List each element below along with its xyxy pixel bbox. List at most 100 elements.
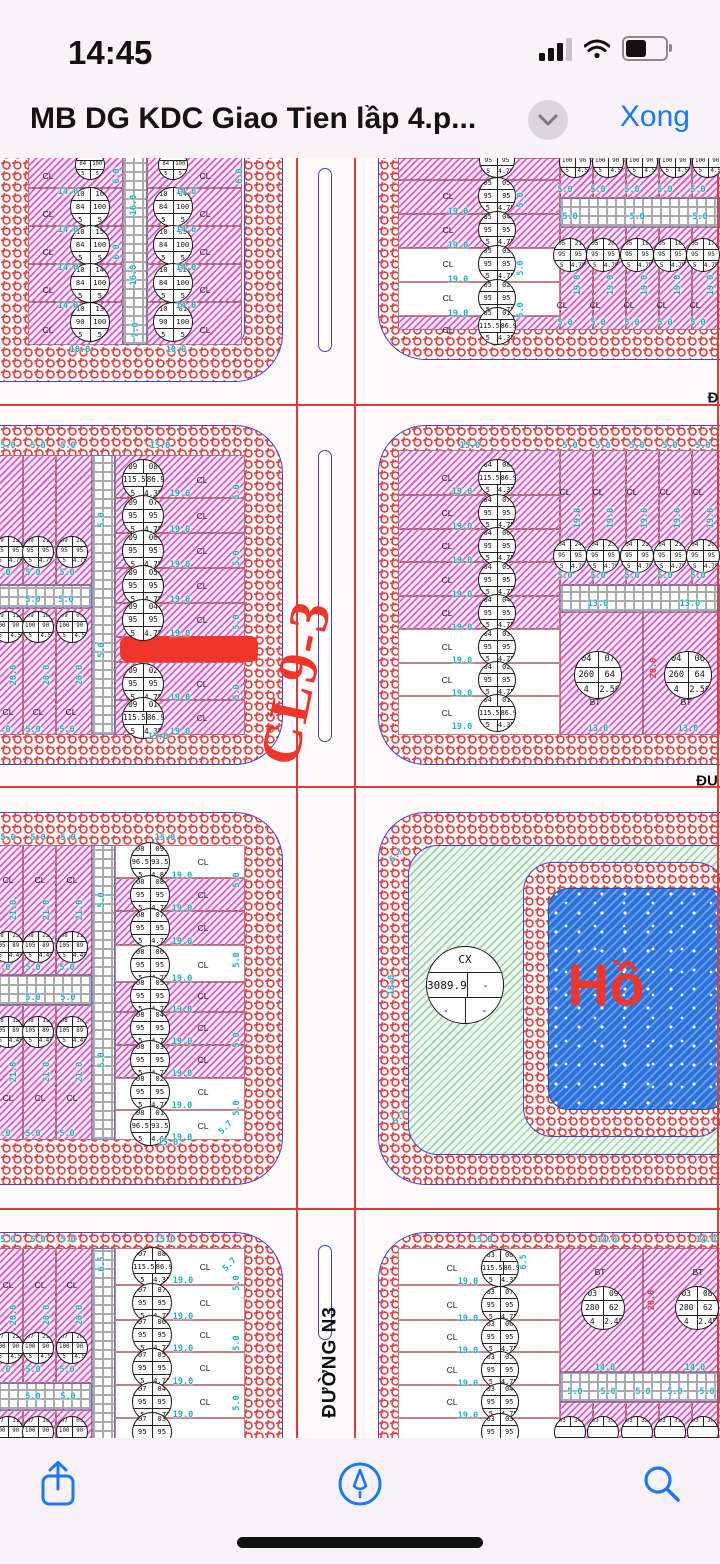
dim-label: 19.0 — [572, 507, 583, 529]
dim-label: 5.0 — [624, 184, 640, 195]
plot-type-label: CL — [199, 208, 211, 219]
dim-label: 14.0 — [684, 1362, 706, 1373]
done-button[interactable]: Xong — [619, 100, 690, 133]
dim-label: 19.0 — [172, 1275, 194, 1286]
plot-type-label: BT — [680, 696, 692, 707]
plot-type-label: CL — [197, 1054, 209, 1065]
dim-label: 19.0 — [451, 589, 473, 600]
dim-label: 19.0 — [447, 308, 469, 319]
plot-type-label: CL — [441, 674, 453, 685]
dim-label: 19.0 — [572, 274, 583, 296]
plot-type-label: CL — [196, 712, 208, 723]
dim-label: 5.0 — [657, 570, 673, 581]
plot-type-label: CL — [42, 246, 54, 257]
dim-label: 5.0 — [629, 211, 645, 222]
plot-type-label: CL — [623, 299, 635, 310]
dim-label: 5.0 — [624, 317, 640, 328]
dim-label: 19.0 — [451, 555, 473, 566]
dim-label: 5.0 — [231, 614, 242, 630]
dim-label: 19.0 — [169, 524, 191, 535]
dim-label: 19.0 — [639, 507, 650, 529]
dim-label: 20.0 — [41, 1304, 52, 1326]
dim-label: 14.0 — [57, 186, 79, 197]
dim-label: 5.0 — [25, 594, 41, 605]
dim-label: 5.0 — [590, 184, 606, 195]
dim-label: 21.0 — [41, 1061, 52, 1083]
plot-type-label: CL — [442, 224, 454, 235]
markup-button[interactable] — [330, 1454, 390, 1514]
dim-label: 5.0 — [59, 1128, 75, 1139]
plot-type-label: CL — [589, 299, 601, 310]
dim-label: 5.0 — [60, 832, 76, 843]
street-label-du: ĐU — [696, 772, 718, 790]
plot-type-label: CL — [65, 706, 77, 717]
dim-label: 5.0 — [60, 1391, 76, 1402]
dim-label: 14.0 — [594, 1362, 616, 1373]
dim-label: 19.0 — [605, 274, 616, 296]
plot-type-label: CL — [42, 208, 54, 219]
dim-label: 5.0 — [515, 192, 526, 208]
search-icon — [644, 1466, 680, 1502]
alley-path — [0, 585, 92, 608]
plot-type-label: CL — [446, 1262, 458, 1273]
dim-label: 5.0 — [629, 440, 645, 451]
header: 14:45 MB DG KDC Giao Tien lầp 4.p... Xon… — [0, 0, 720, 158]
dim-label: 19.0 — [451, 521, 473, 532]
dim-label: 19.0 — [447, 206, 469, 217]
dim-label: 5.0 — [0, 962, 11, 973]
dim-label: 21.0 — [8, 1061, 19, 1083]
plot-type-label: CL — [196, 545, 208, 556]
plot-type-label: CL — [42, 170, 54, 181]
plot-type-label: CL — [66, 1092, 78, 1103]
dim-label: 19.0 — [447, 240, 469, 251]
dim-label: 5.0 — [25, 1391, 41, 1402]
dim-label: 13.0 — [677, 723, 699, 734]
dim-label: 5.0 — [657, 317, 673, 328]
dim-label: 5.0 — [699, 1386, 715, 1397]
dim-label: 5.0 — [0, 440, 16, 451]
status-bar: 14:45 — [0, 28, 720, 76]
dim-label: 21.0 — [74, 1061, 85, 1083]
plot-type-label: CL — [559, 486, 571, 497]
home-indicator[interactable] — [237, 1537, 483, 1548]
dim-label: 5.0 — [231, 952, 242, 968]
plot-type-label: CL — [199, 324, 211, 335]
dim-label: 5.0 — [231, 550, 242, 566]
plot-type-label: CL — [442, 258, 454, 269]
plot-type-label: CL — [656, 299, 668, 310]
dim-label: 5.0 — [557, 570, 573, 581]
road-median — [318, 168, 332, 352]
dim-label: 5.0 — [690, 317, 706, 328]
dim-label: 5.0 — [0, 1234, 16, 1245]
plot-empty — [398, 1285, 560, 1320]
dim-label: 5.0 — [25, 1128, 41, 1139]
road-median — [318, 450, 332, 742]
dim-label: 5.0 — [96, 1052, 107, 1068]
search-button[interactable] — [632, 1454, 692, 1514]
dim-label: 19.0 — [705, 507, 716, 529]
share-button[interactable] — [28, 1454, 88, 1514]
wifi-icon — [584, 39, 610, 58]
title-menu-button[interactable] — [528, 100, 568, 140]
dim-label: 20.0 — [74, 1304, 85, 1326]
dim-label: 14.0 — [695, 1234, 717, 1245]
